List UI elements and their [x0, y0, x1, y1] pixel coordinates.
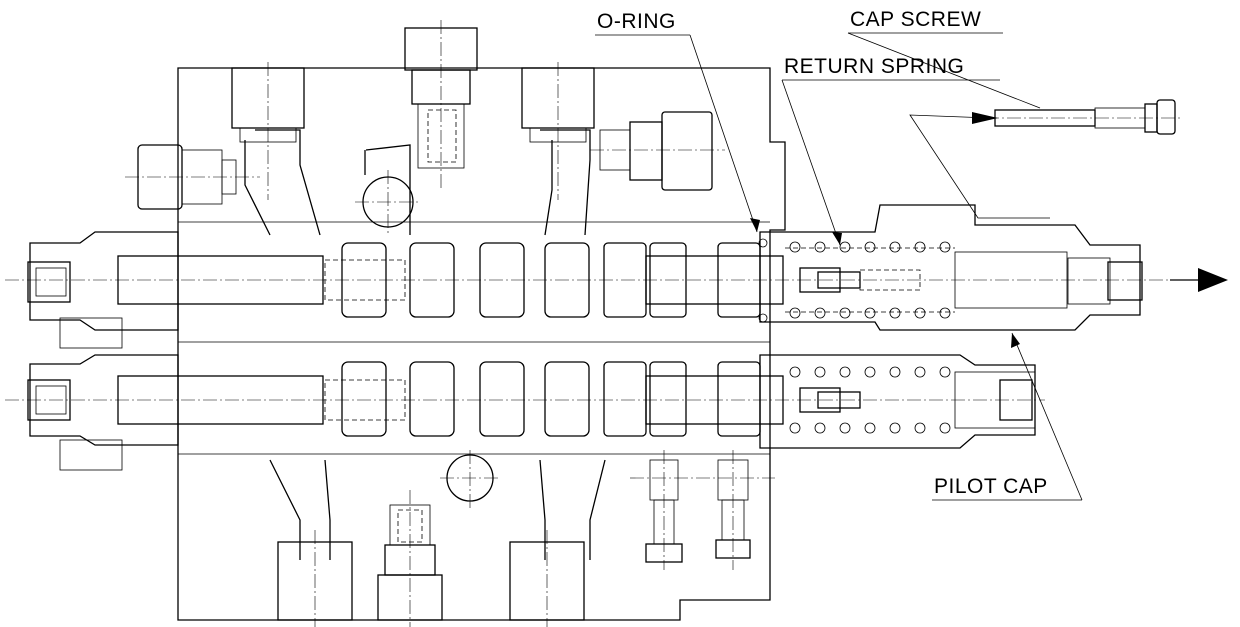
top-relief-plug	[404, 20, 478, 190]
lower-return-spring	[789, 366, 951, 434]
left-stem-upper	[59, 317, 123, 349]
right-side-plug	[590, 111, 725, 191]
left-stem-lower	[59, 439, 123, 471]
lower-spool-assembly	[5, 354, 1045, 446]
upper-spool-assembly	[5, 231, 1170, 331]
bottom-port-left	[277, 530, 353, 627]
callout-leaders	[595, 32, 1083, 501]
aux-valve-b	[630, 450, 775, 570]
label-o-ring: O-RING	[597, 10, 676, 33]
o-ring-seal	[758, 238, 768, 323]
cap-screw-part	[985, 99, 1180, 135]
upper-return-spring	[789, 241, 951, 319]
assembly-path-line	[909, 114, 1050, 219]
label-cap-screw: CAP SCREW	[850, 8, 982, 31]
label-return-spring: RETURN SPRING	[784, 55, 965, 78]
lower-pilot-cap	[759, 354, 1036, 449]
assembly-arrowhead	[972, 112, 998, 124]
valve-body	[177, 67, 786, 621]
output-arrowhead	[1198, 268, 1228, 292]
left-side-plug	[125, 144, 260, 210]
bottom-port-right	[509, 530, 585, 627]
upper-pilot-cap	[759, 204, 1143, 331]
bottom-relief-plug	[377, 490, 443, 627]
top-port-left	[231, 62, 305, 200]
label-pilot-cap: PILOT CAP	[934, 475, 1048, 498]
aux-valve-a	[645, 450, 683, 570]
top-port-right	[521, 62, 595, 200]
